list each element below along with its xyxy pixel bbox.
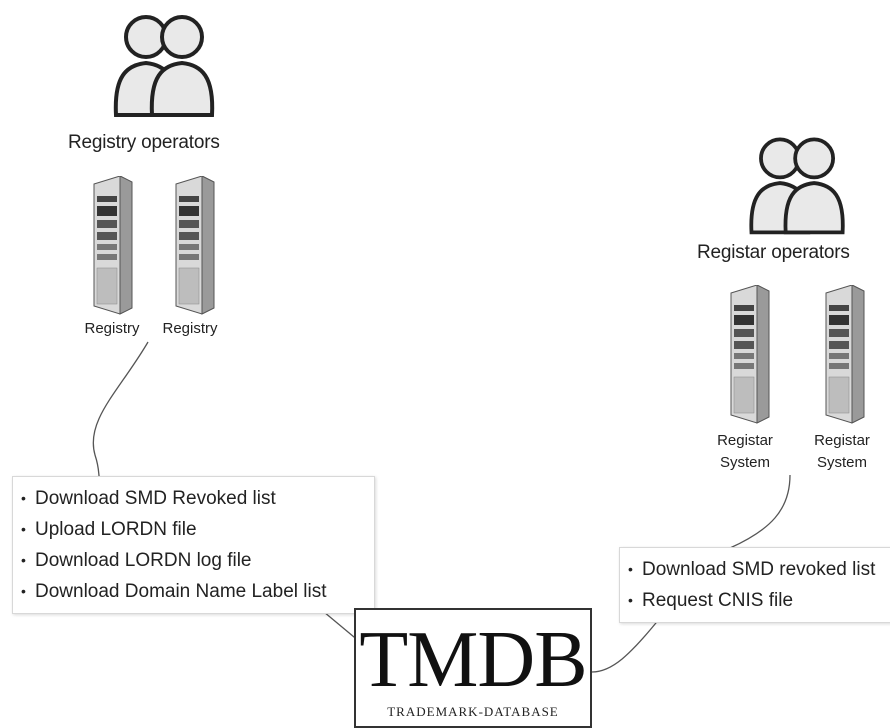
registrar-server-label: Registar System bbox=[717, 432, 773, 471]
tmdb-database-box: TMDB TRADEMARK-DATABASE bbox=[354, 608, 592, 728]
registry-operators-label: Registry operators bbox=[68, 132, 220, 153]
users-icon bbox=[749, 137, 845, 235]
registry-connector bbox=[92, 341, 149, 481]
list-item: Request CNIS file bbox=[628, 585, 883, 616]
registrar-server-label: Registar System bbox=[814, 432, 870, 471]
registry-operations-box: Download SMD Revoked list Upload LORDN f… bbox=[12, 476, 375, 614]
tmdb-subtitle: TRADEMARK-DATABASE bbox=[387, 704, 559, 719]
registry-server-label: Registry bbox=[84, 320, 140, 337]
list-item: Download LORDN log file bbox=[21, 545, 366, 576]
registrar-connector bbox=[729, 474, 791, 549]
server-icon bbox=[175, 176, 215, 315]
registry-server-label: Registry bbox=[162, 320, 218, 337]
server-icon bbox=[93, 176, 133, 315]
registry-operations-list: Download SMD Revoked list Upload LORDN f… bbox=[21, 483, 366, 607]
list-item: Upload LORDN file bbox=[21, 514, 366, 545]
list-item: Download Domain Name Label list bbox=[21, 576, 366, 607]
registrar-tmdb-connector bbox=[591, 617, 661, 673]
server-icon bbox=[730, 285, 770, 424]
server-icon bbox=[825, 285, 865, 424]
registrar-operations-box: Download SMD revoked list Request CNIS f… bbox=[619, 547, 890, 623]
users-icon bbox=[113, 15, 215, 117]
tmdb-title: TMDB bbox=[359, 616, 587, 704]
list-item: Download SMD revoked list bbox=[628, 554, 883, 585]
registrar-operators-label: Registar operators bbox=[697, 242, 850, 263]
registrar-operations-list: Download SMD revoked list Request CNIS f… bbox=[628, 554, 883, 616]
list-item: Download SMD Revoked list bbox=[21, 483, 366, 514]
